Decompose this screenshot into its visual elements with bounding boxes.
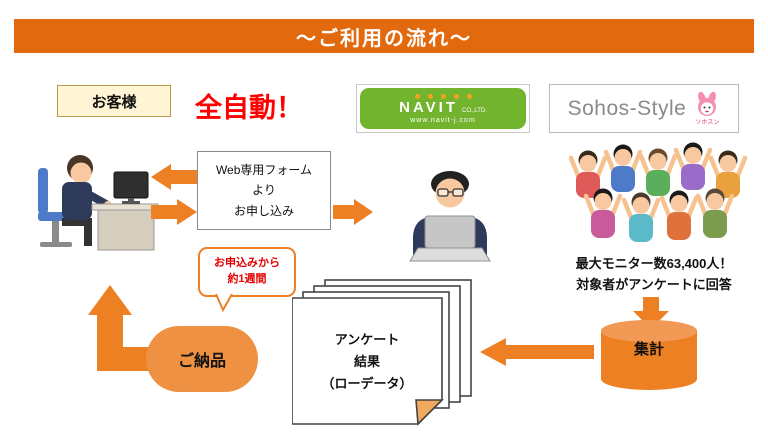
duration-bubble: お申込みから 約1週間 bbox=[198, 247, 296, 297]
mascot-icon bbox=[698, 91, 717, 116]
results-line3: （ローデータ） bbox=[321, 376, 412, 391]
navit-logo: NAVIT CO.,LTD. www.navit-j.com bbox=[356, 84, 530, 133]
customer-label: お客様 bbox=[91, 93, 137, 111]
sohos-brand: Sohos-Style bbox=[567, 96, 687, 120]
navit-url: www.navit-j.com bbox=[410, 116, 476, 124]
crowd-illustration bbox=[568, 142, 748, 242]
sohos-mascot: ソホスン bbox=[694, 91, 720, 126]
operator-illustration bbox=[409, 171, 491, 262]
mascot-name: ソホスン bbox=[695, 120, 720, 126]
arrow-left-icon bbox=[151, 164, 197, 190]
sohos-logo: Sohos-Style ソホスン bbox=[549, 84, 739, 133]
arrow-results-icon bbox=[480, 338, 594, 366]
webform-line3: お申し込み bbox=[233, 203, 294, 218]
results-line2: 結果 bbox=[354, 354, 380, 369]
monitor-caption: 最大モニター数63,400人！ 対象者がアンケートに回答 bbox=[540, 254, 768, 296]
arrow-to-operator-icon bbox=[333, 199, 373, 225]
navit-logo-plate: NAVIT CO.,LTD. www.navit-j.com bbox=[360, 88, 526, 129]
tally-label: 集計 bbox=[633, 341, 664, 358]
navit-co: CO.,LTD. bbox=[462, 107, 487, 114]
webform-line1: Web専用フォーム bbox=[215, 162, 313, 177]
customer-label-box: お客様 bbox=[57, 85, 171, 117]
navit-dots-icon bbox=[414, 93, 472, 99]
results-line1: アンケート bbox=[335, 332, 399, 347]
webform-box: Web専用フォーム より お申し込み bbox=[197, 151, 331, 230]
arrow-return-icon bbox=[88, 285, 160, 371]
delivery-blob: ご納品 bbox=[146, 326, 258, 392]
duration-line2: 約1週間 bbox=[227, 273, 267, 285]
results-papers: アンケート 結果 （ローデータ） bbox=[292, 279, 472, 426]
arrow-right-icon bbox=[151, 199, 197, 225]
monitor-caption-line1: 最大モニター数63,400人！ bbox=[575, 256, 733, 271]
delivery-label: ご納品 bbox=[177, 353, 226, 370]
webform-line2: より bbox=[252, 183, 276, 198]
page-title: ～ご利用の流れ～ bbox=[14, 19, 754, 53]
tally-cylinder bbox=[601, 320, 697, 390]
monitor-caption-line2: 対象者がアンケートに回答 bbox=[576, 276, 732, 292]
navit-brand: NAVIT bbox=[399, 98, 458, 116]
arrow-down-icon bbox=[633, 297, 669, 329]
duration-line1: お申込みから bbox=[214, 257, 280, 270]
auto-label: 全自動！ bbox=[195, 93, 303, 123]
customer-illustration bbox=[38, 155, 159, 251]
bubble-tail-icon bbox=[215, 294, 233, 312]
